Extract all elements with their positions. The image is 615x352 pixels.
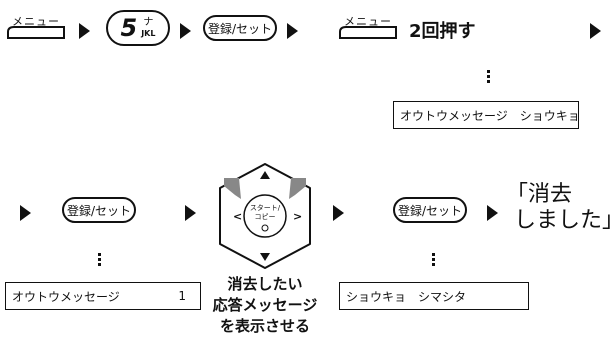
result-line-1: 「消去 [506,182,573,207]
menu-key-2-label: メニュー [344,15,392,28]
caption-line-2: 応答メッセージ [212,296,318,314]
continuation-dots-2 [98,253,101,268]
pointer-right-icon [289,178,306,199]
menu-key-2[interactable]: メニュー [337,12,399,40]
nav-down-icon [260,253,270,261]
nav-up-icon [260,171,270,179]
start-copy-button [243,194,287,238]
flow-arrow-4 [590,23,601,39]
caption-line-3: を表示させる [219,317,310,335]
key-5-kana: ナ [143,17,154,28]
navigation-pad[interactable] [204,158,326,274]
start-copy-label: スタート/ コピー [249,204,281,221]
flow-arrow-2 [180,23,191,39]
instruction-caption: 消去したい 応答メッセージ を表示させる [200,274,330,337]
pointer-left-icon [224,178,241,199]
menu-key[interactable]: メニュー [5,12,67,40]
register-set-button-2[interactable]: 登録/セット [62,197,136,223]
lcd-message-number: 1 [178,289,186,303]
register-set-button[interactable]: 登録/セット [203,15,277,41]
flow-arrow-6 [185,205,196,221]
number-key-5[interactable]: 5 ナ JKL [106,10,170,46]
flow-arrow-5 [20,205,31,221]
nav-left-icon[interactable]: < [233,210,243,223]
lcd-display-deleted: ショウキョ シマシタ [339,282,529,310]
lcd-display-delete: オウトウメッセージ ショウキョ [393,101,580,129]
flow-arrow-8 [487,205,498,221]
key-5-letters: JKL [141,29,156,38]
caption-line-1: 消去したい [227,275,303,293]
register-set-label-3: 登録/セット [397,203,463,218]
register-set-button-3[interactable]: 登録/セット [393,197,467,223]
lcd-display-message: オウトウメッセージ 1 [5,282,201,310]
menu-key-2-shape [339,26,397,39]
lcd-display-delete-text: オウトウメッセージ ショウキョ [400,108,580,123]
nav-right-icon[interactable]: > [293,210,303,223]
result-line-2: しました」 [514,208,615,233]
register-set-label-2: 登録/セット [66,203,132,218]
continuation-dots [487,70,490,85]
key-5-digit: 5 [120,14,138,42]
menu-key-shape [7,26,65,39]
flow-arrow-1 [79,23,90,39]
register-set-label: 登録/セット [207,21,273,36]
flow-arrow-7 [333,205,344,221]
continuation-dots-3 [432,253,435,268]
press-twice-text: 2回押す [409,21,476,42]
menu-key-label: メニュー [12,15,60,28]
flow-arrow-3 [287,23,298,39]
result-message: 「消去 しました」 [506,182,615,234]
lcd-deleted-text: ショウキョ シマシタ [346,289,467,304]
lcd-message-text: オウトウメッセージ [12,289,120,304]
